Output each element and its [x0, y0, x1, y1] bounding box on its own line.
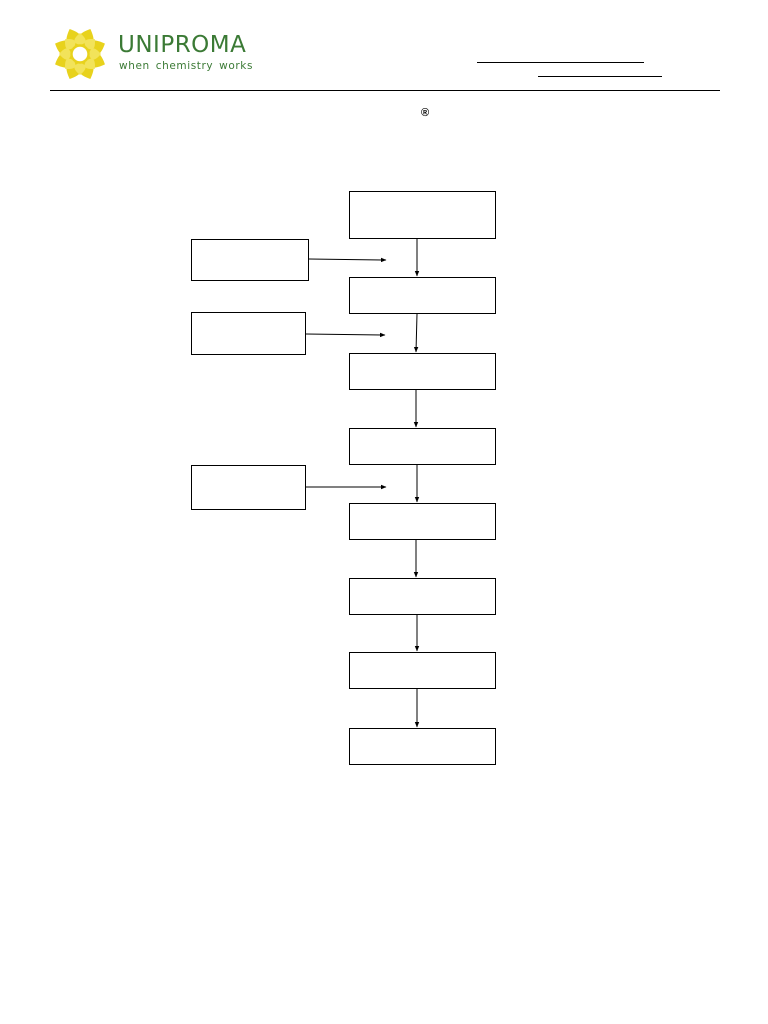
process-step-2 [349, 277, 496, 314]
connector-2-3 [413, 313, 419, 353]
process-step-3 [349, 353, 496, 390]
logo-inner-petal [65, 39, 76, 50]
process-step-1 [349, 191, 496, 239]
side-connector-1 [308, 257, 387, 263]
side-connector-2 [305, 332, 386, 338]
process-step-5 [349, 503, 496, 540]
logo-inner-petal [74, 33, 86, 45]
process-step-4 [349, 428, 496, 465]
logo-inner-petal [59, 48, 71, 60]
brand-name: UNIPROMA [118, 32, 247, 58]
logo-inner-petal [84, 58, 95, 69]
uniproma-logo-icon [55, 29, 105, 79]
header-blank-line-1 [477, 62, 644, 63]
process-step-7 [349, 652, 496, 689]
header-divider [50, 90, 720, 91]
side-input-1 [191, 239, 309, 281]
brand-tagline: when chemistry works [119, 60, 254, 72]
logo-inner-petal [89, 48, 101, 60]
side-input-2 [191, 312, 306, 355]
title-registered-mark: ® [421, 107, 430, 119]
logo-inner-petal [74, 63, 86, 75]
process-step-8 [349, 728, 496, 765]
side-input-3 [191, 465, 306, 510]
logo-inner-petal [65, 58, 76, 69]
logo-inner-petal [84, 39, 95, 50]
header-blank-line-2 [538, 76, 662, 77]
process-step-6 [349, 578, 496, 615]
